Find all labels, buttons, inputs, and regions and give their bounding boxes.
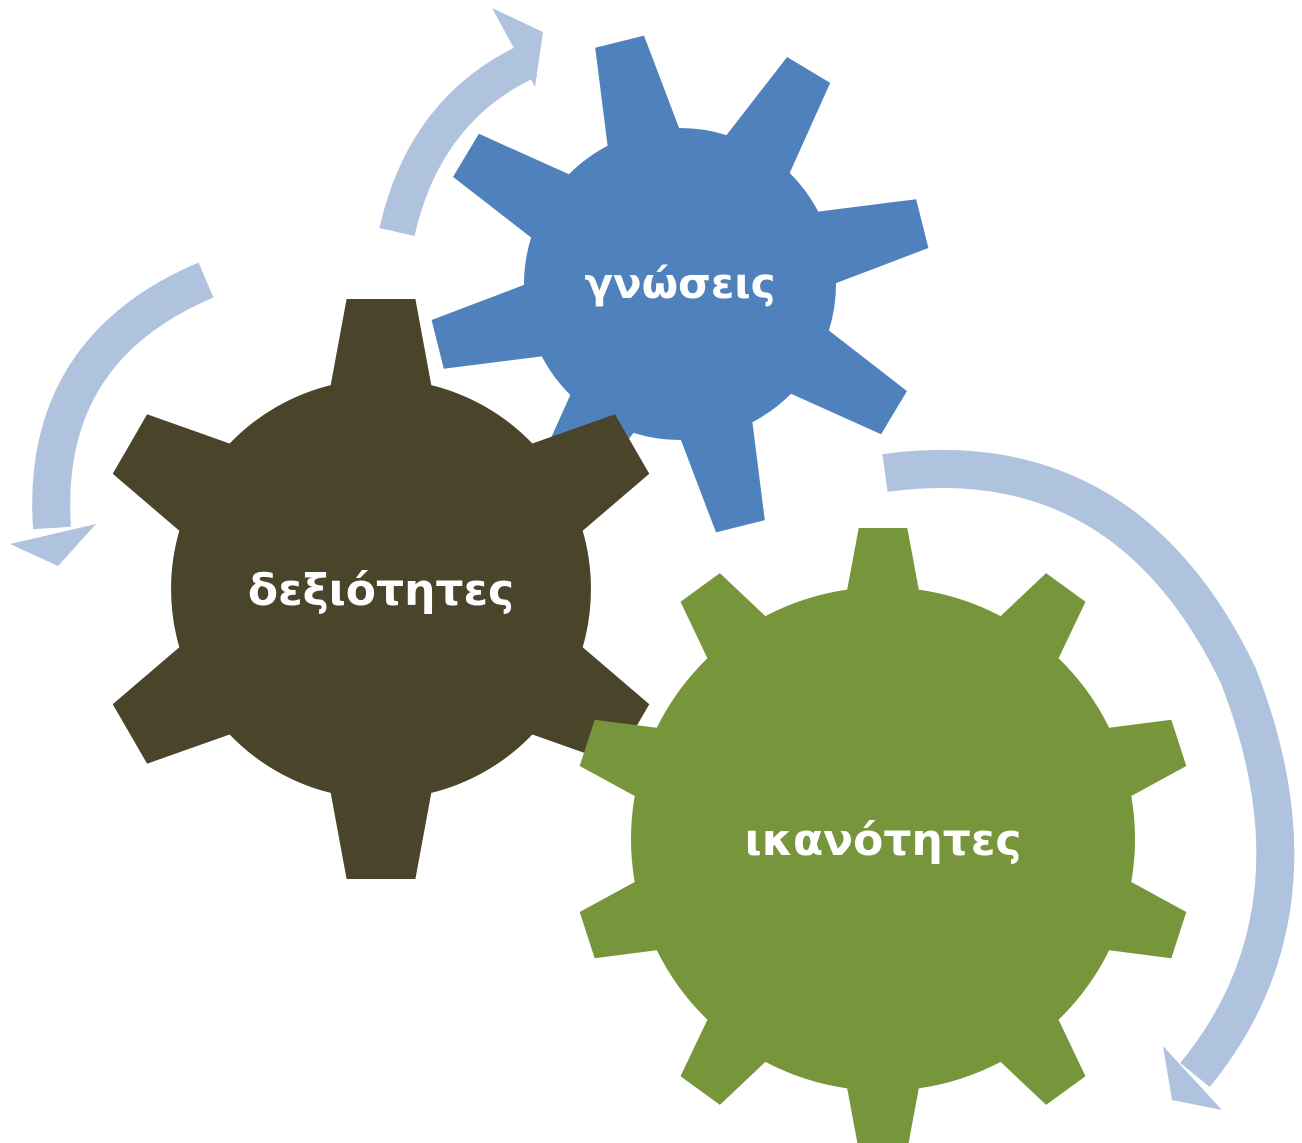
gear-ikanotites-label: ικανότητες <box>745 815 1022 866</box>
gear-gnoseis: γνώσεις <box>431 35 929 533</box>
gear-ikanotites: ικανότητες <box>579 528 1187 1143</box>
gear-dexiotites-label: δεξιότητες <box>248 565 514 616</box>
gear-gnoseis-label: γνώσεις <box>584 259 775 308</box>
cycle-arrow-left <box>10 262 214 566</box>
gear-dexiotites-body <box>112 299 650 879</box>
gear-ikanotites-body <box>579 528 1187 1143</box>
gear-dexiotites: δεξιότητες <box>112 299 650 879</box>
cycle-arrows <box>10 8 1295 1110</box>
cycle-arrow-top <box>379 8 543 237</box>
gear-gnoseis-body <box>431 35 929 533</box>
cycle-arrow-right <box>882 449 1295 1110</box>
